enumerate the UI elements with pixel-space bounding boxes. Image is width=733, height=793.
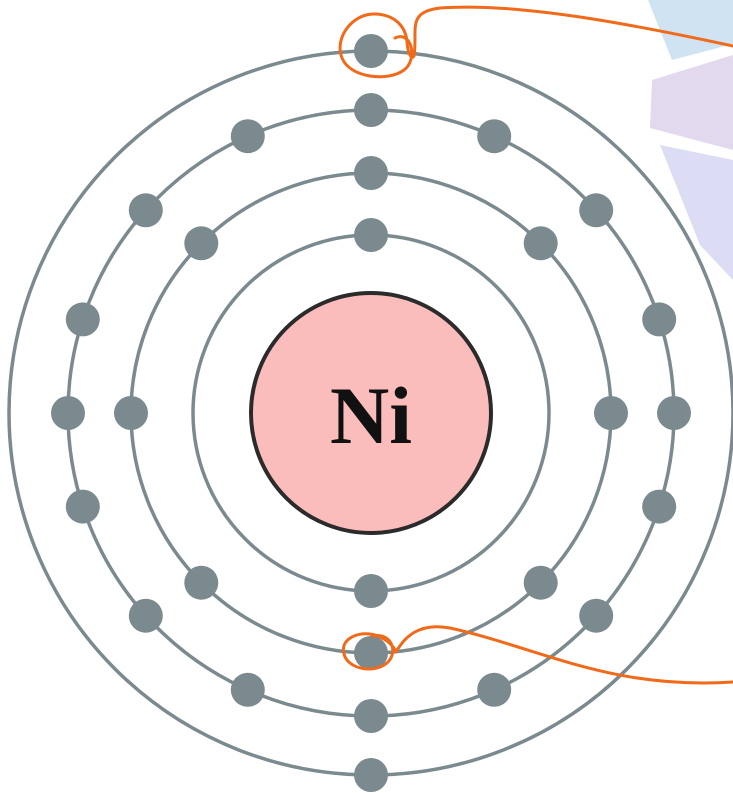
electron-shell-3-9 — [354, 699, 388, 733]
electron-shell-4-1 — [354, 34, 388, 68]
electron-shell-2-3 — [594, 396, 628, 430]
electron-shell-3-3 — [579, 193, 614, 228]
electron-shell-3-12 — [65, 489, 100, 524]
electron-shell-2-7 — [114, 396, 148, 430]
background-panel-lilac — [650, 55, 733, 150]
background-panel-blue — [648, 0, 733, 60]
electron-shell-2-2 — [523, 226, 558, 261]
annotation-loop-bottom — [341, 625, 733, 685]
electron-shell-3-1 — [354, 93, 388, 127]
electron-shell-3-4 — [642, 302, 677, 337]
electron-shell-3-8 — [477, 672, 512, 707]
electron-shell-3-7 — [579, 598, 614, 633]
electron-group — [51, 34, 691, 792]
annotation-loop-top — [338, 5, 733, 79]
nucleus — [249, 291, 493, 535]
electron-shell-2-4 — [523, 565, 558, 600]
electron-shell-3-5 — [657, 396, 691, 430]
electron-shell-2-5 — [354, 636, 388, 670]
electron-shell-3-15 — [128, 193, 163, 228]
electron-shell-2-6 — [184, 565, 219, 600]
electron-shell-3-2 — [477, 119, 512, 154]
electron-shell-1-2 — [354, 574, 388, 608]
background-panel-lavender — [660, 145, 733, 280]
electron-shell-1-1 — [354, 218, 388, 252]
electron-shell-3-10 — [230, 672, 265, 707]
electron-shell-3-11 — [128, 598, 163, 633]
electron-shell-3-6 — [642, 489, 677, 524]
electron-shell-2-1 — [354, 156, 388, 190]
element-symbol: Ni — [330, 370, 412, 461]
electron-shell-3-16 — [230, 119, 265, 154]
electron-shell-3-14 — [65, 302, 100, 337]
electron-shell-4-2 — [354, 758, 388, 792]
electron-shell-2-8 — [184, 226, 219, 261]
electron-shell-3-13 — [51, 396, 85, 430]
